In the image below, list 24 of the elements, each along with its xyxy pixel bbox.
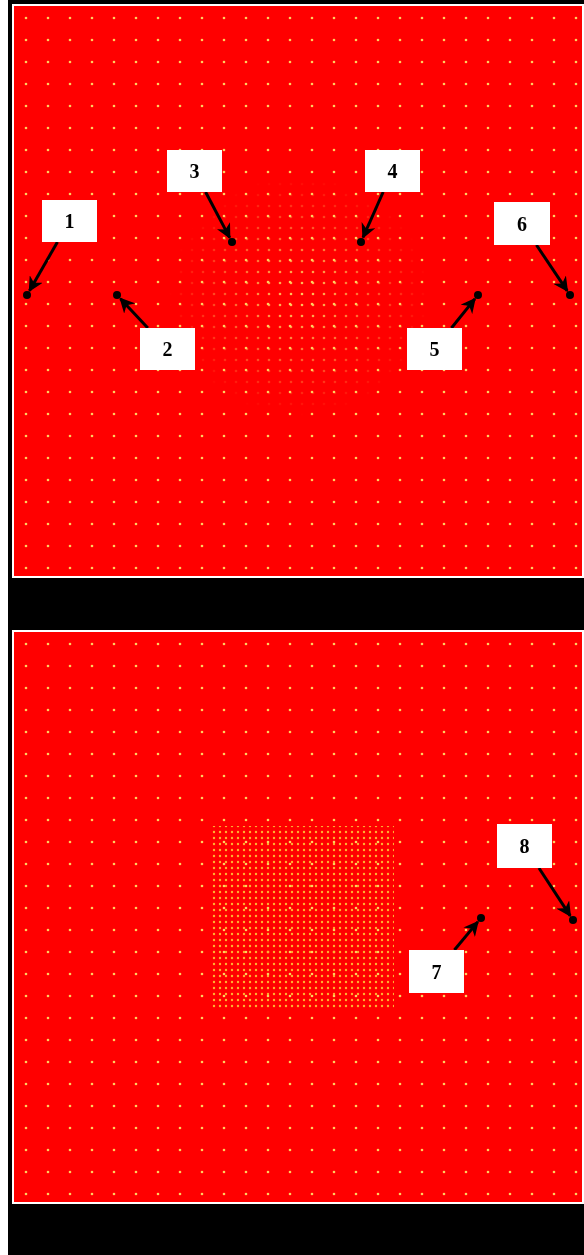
callout-box bbox=[42, 200, 97, 242]
arrow bbox=[204, 191, 231, 239]
callout-box bbox=[167, 150, 222, 192]
callout-number: 3 bbox=[189, 161, 200, 181]
arrow bbox=[537, 867, 572, 918]
callout-box bbox=[409, 950, 464, 993]
callout-number: 7 bbox=[431, 961, 442, 982]
arrow bbox=[361, 191, 385, 239]
arrow bbox=[450, 297, 477, 329]
callout-box bbox=[407, 328, 462, 370]
arrow bbox=[28, 241, 59, 292]
callout-number: 2 bbox=[162, 339, 173, 359]
callout-number: 4 bbox=[387, 161, 398, 181]
callout-box bbox=[497, 824, 552, 868]
arrow bbox=[535, 244, 569, 293]
callout-box bbox=[494, 202, 550, 245]
arrow bbox=[119, 297, 149, 330]
callout-number: 6 bbox=[517, 213, 527, 234]
callout-box bbox=[365, 150, 420, 192]
callout-number: 1 bbox=[64, 211, 75, 231]
callout-box bbox=[140, 328, 195, 370]
callout-number: 5 bbox=[429, 339, 440, 359]
callout-number: 8 bbox=[519, 836, 530, 856]
arrow bbox=[453, 920, 479, 951]
